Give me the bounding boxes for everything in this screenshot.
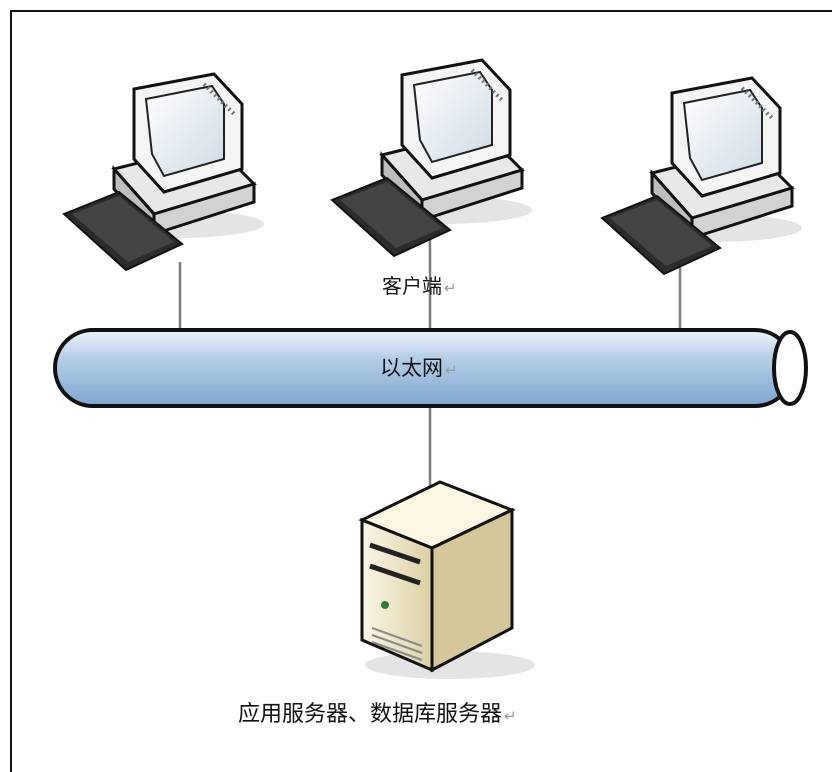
client-computer-1 [62, 72, 266, 272]
paragraph-mark-icon: ↵ [444, 279, 457, 297]
figure-frame [10, 10, 832, 772]
ethernet-label: 以太网↵ [380, 352, 458, 382]
clients-label: 客户端↵ [382, 270, 457, 299]
ethernet-bus [53, 328, 808, 408]
ethernet-label-text: 以太网 [380, 356, 443, 380]
client-computer-3 [600, 76, 804, 276]
server-label-text: 应用服务器、数据库服务器 [238, 702, 503, 727]
clients-label-text: 客户端 [382, 274, 442, 298]
server-label: 应用服务器、数据库服务器↵ [238, 696, 517, 728]
tower-server-icon [358, 480, 535, 679]
paragraph-mark-icon: ↵ [504, 707, 517, 725]
paragraph-mark-icon: ↵ [445, 361, 458, 379]
client-computer-2 [330, 58, 534, 258]
